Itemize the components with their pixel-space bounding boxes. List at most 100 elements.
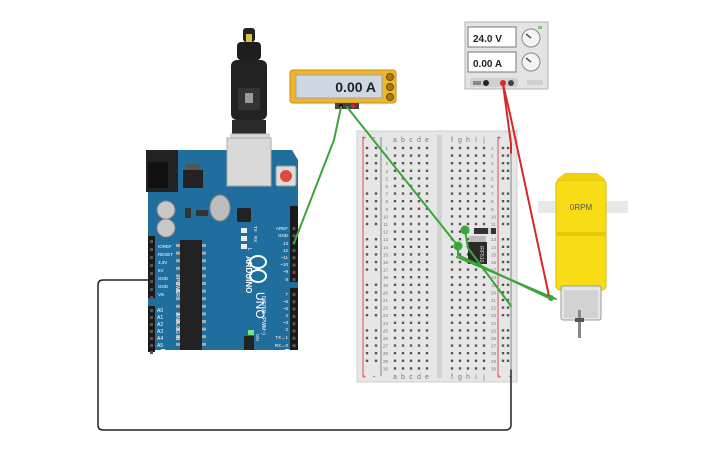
pin-label: RX←0 <box>275 343 289 348</box>
pin-label: ~11 <box>281 255 289 260</box>
wire-black-gnd[interactable] <box>97 279 512 431</box>
row-label: 14 <box>491 245 497 250</box>
row-label: 27 <box>383 344 389 349</box>
row-label: 23 <box>383 313 389 318</box>
row-label: 25 <box>491 328 497 333</box>
pin-label: A4 <box>157 336 163 342</box>
column-label: b <box>401 374 405 381</box>
led-label-on: ON <box>255 334 260 341</box>
pin-label: ~10 <box>280 262 288 267</box>
column-label: c <box>409 374 413 381</box>
pin-label: Vin <box>158 292 165 297</box>
wire-green-diode[interactable] <box>464 229 512 307</box>
arduino-logo <box>249 255 267 283</box>
analog-header <box>148 306 155 352</box>
voltage-display <box>467 26 517 48</box>
row-label: 18 <box>491 275 497 280</box>
atmega-chip <box>180 240 202 350</box>
column-label: i <box>475 137 477 144</box>
column-label: h <box>466 374 470 381</box>
row-label: 16 <box>383 260 389 265</box>
mode-button-r[interactable] <box>386 93 394 101</box>
row-label: 17 <box>383 268 389 273</box>
column-label: d <box>417 137 421 144</box>
led-label-l: L <box>246 248 252 251</box>
row-label: 15 <box>491 252 497 257</box>
row-label: 26 <box>491 336 497 341</box>
row-label: 22 <box>491 306 497 311</box>
column-label: j <box>482 137 485 144</box>
pin-label: 5V <box>158 268 164 273</box>
row-label: 8 <box>491 199 494 204</box>
power-supply[interactable]: 24.0 V 0.00 A <box>464 21 549 90</box>
rail-plus-label: + <box>497 374 501 381</box>
column-label: f <box>451 137 453 144</box>
wire-red-supply-to-motor[interactable] <box>502 83 550 297</box>
wire-green-motor[interactable] <box>456 256 557 300</box>
row-label: 3 <box>491 161 494 166</box>
probe-red[interactable] <box>351 104 355 108</box>
row-label: 17 <box>491 268 497 273</box>
diode[interactable] <box>474 228 496 234</box>
column-label: e <box>425 137 429 144</box>
digital-header-bottom <box>290 288 298 350</box>
row-label: 28 <box>491 351 497 356</box>
row-label: 25 <box>383 328 389 333</box>
wire-red-supply-to-rail[interactable] <box>502 83 512 154</box>
row-label: 15 <box>383 252 389 257</box>
pin-label: A1 <box>157 315 163 321</box>
row-label: 18 <box>383 275 389 280</box>
pin-label: ~6 <box>283 299 289 304</box>
row-label: 4 <box>491 169 494 174</box>
row-label: 11 <box>491 222 496 227</box>
row-label: 4 <box>385 169 388 174</box>
row-label: 30 <box>491 366 497 371</box>
column-label: i <box>475 374 477 381</box>
mode-button-v[interactable] <box>386 83 394 91</box>
pin-label: 4 <box>285 313 288 318</box>
multimeter-display <box>295 74 383 99</box>
pin-label: 8 <box>285 277 288 282</box>
usb-port <box>226 137 272 187</box>
row-label: 1 <box>491 146 494 151</box>
arduino-uno-board[interactable]: L TX RX ON ARDUINO UNO POWER ANALOG IN D… <box>146 137 298 359</box>
multimeter[interactable]: 0.00 A <box>289 69 397 109</box>
row-label: 30 <box>383 366 389 371</box>
mode-button-a[interactable] <box>386 73 394 81</box>
transistor[interactable]: IRF510 <box>468 236 487 264</box>
row-label: 14 <box>383 245 389 250</box>
row-label: 7 <box>491 192 494 197</box>
pin-label: A3 <box>157 329 163 335</box>
row-label: 29 <box>491 359 497 364</box>
column-label: g <box>458 374 462 381</box>
wire-green-pin13-to-meter[interactable] <box>293 106 342 244</box>
wires[interactable] <box>97 83 557 431</box>
row-label: 12 <box>383 230 389 235</box>
pin-label: 2 <box>285 327 288 332</box>
row-label: 1 <box>385 146 388 151</box>
multimeter-reading: 0.00 A <box>335 79 376 95</box>
column-label: d <box>417 374 421 381</box>
row-label: 21 <box>383 298 389 303</box>
row-label: 11 <box>383 222 388 227</box>
row-label: 2 <box>491 154 494 159</box>
pin-label: AREF <box>276 226 288 231</box>
row-label: 5 <box>491 176 494 181</box>
pin-label: A0 <box>157 308 163 314</box>
row-label: 20 <box>383 290 389 295</box>
pin-label: TX→1 <box>275 335 288 340</box>
rail-minus-label: - <box>373 374 376 381</box>
column-label: h <box>466 137 470 144</box>
row-label: 10 <box>383 214 389 219</box>
row-label: 29 <box>383 359 389 364</box>
voltage-readout: 24.0 V <box>473 34 502 45</box>
dc-motor[interactable]: 0RPM <box>538 173 628 338</box>
pin-label: ~5 <box>283 306 289 311</box>
supply-terminal-positive[interactable] <box>500 80 506 86</box>
pin-label: 7 <box>285 292 288 297</box>
rail-plus-label: + <box>497 135 501 142</box>
pin-label: 13 <box>283 241 289 246</box>
arduino-model-text: UNO <box>253 292 267 319</box>
pin-label: A2 <box>157 322 163 328</box>
